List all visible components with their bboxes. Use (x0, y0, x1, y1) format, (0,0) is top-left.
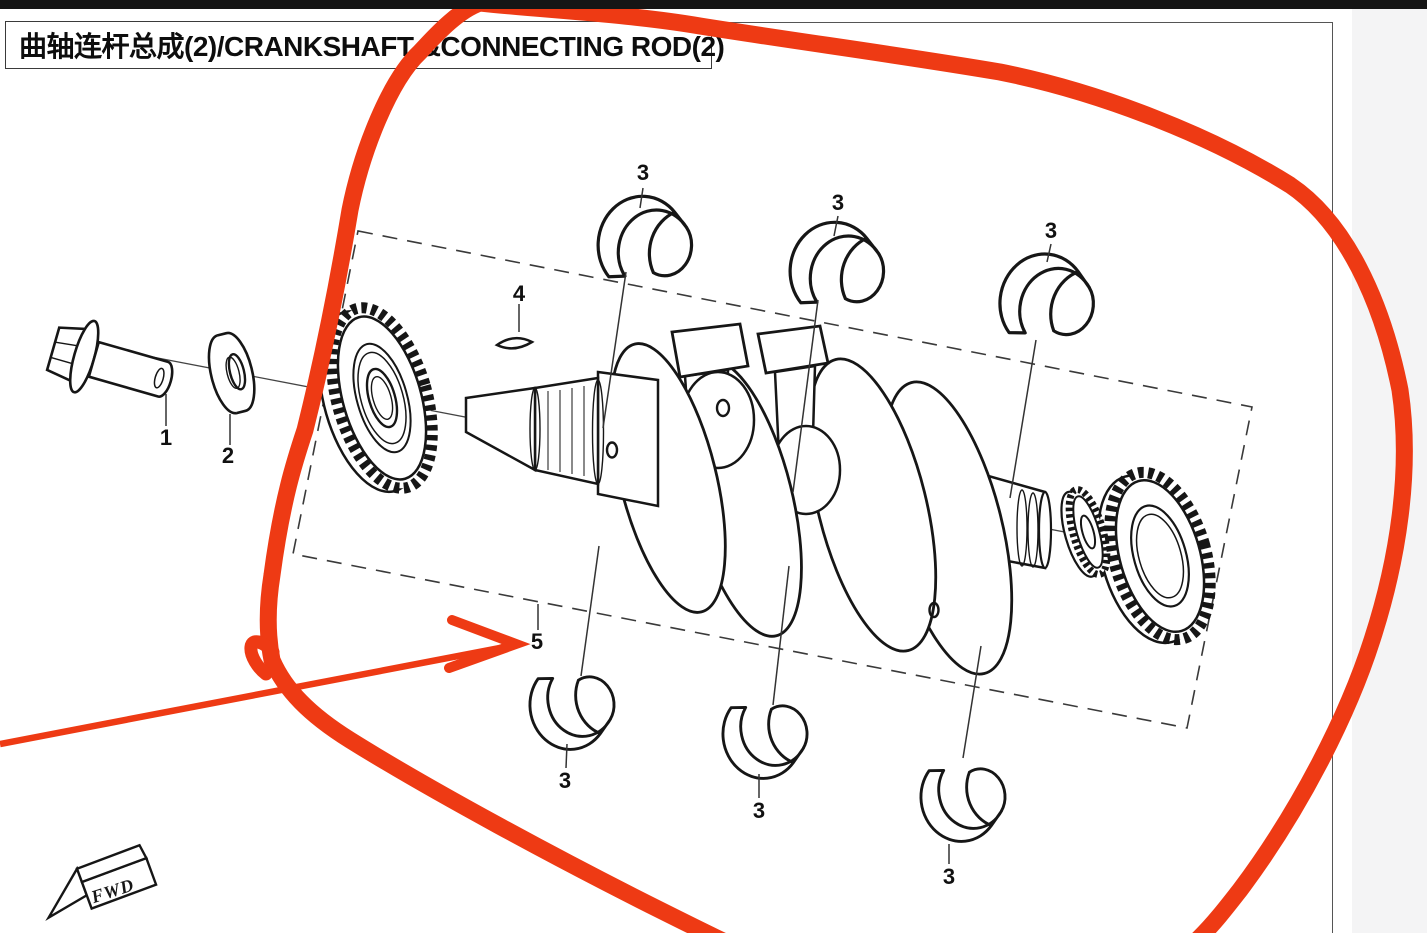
main-bearing-lower-1 (524, 667, 622, 756)
part-label-3: 3 (753, 798, 765, 823)
leader-lines (165, 187, 1052, 864)
hand-drawn-circle (259, 0, 1413, 933)
diagram-title-text: 曲轴连杆总成(2)/CRANKSHAFT &CONNECTING ROD(2) (19, 31, 725, 62)
diagram-title: 曲轴连杆总成(2)/CRANKSHAFT &CONNECTING ROD(2) (5, 21, 725, 69)
crank-nose (464, 370, 660, 508)
part-label-1: 1 (160, 425, 172, 450)
web-oil-hole (928, 601, 940, 619)
spline-gear (1060, 486, 1111, 578)
part-label-2: 2 (222, 443, 234, 468)
main-bearing-upper-3 (993, 246, 1102, 346)
part-label-3: 3 (832, 190, 844, 215)
crankshaft-assembly (464, 322, 1216, 676)
red-arrow-shaft (0, 644, 501, 748)
page-outer-margin (1352, 0, 1427, 933)
washer (207, 331, 256, 415)
part-label-3: 3 (637, 160, 649, 185)
flange-bolt (45, 319, 174, 398)
fwd-marker: FWD (45, 843, 158, 922)
main-bearing-upper-1 (593, 191, 698, 286)
part-label-5: 5 (531, 629, 543, 654)
main-bearing-lower-3 (915, 759, 1013, 848)
window-top-bar (0, 0, 1427, 9)
main-bearing-lower-2 (717, 696, 815, 785)
part-label-4: 4 (513, 281, 526, 306)
drawing-frame-right (1332, 22, 1333, 933)
hand-drawn-circle-tail (244, 635, 280, 681)
main-bearing-upper-2 (785, 217, 890, 312)
part-label-3: 3 (943, 864, 955, 889)
timing-gear (317, 302, 438, 494)
red-arrow-head (444, 615, 531, 673)
assembly-dashed-boundary (292, 230, 1253, 729)
crank-web-mid-right (806, 357, 938, 653)
part-label-3: 3 (1045, 218, 1057, 243)
primary-drive-gear (1097, 466, 1216, 646)
woodruff-key (494, 336, 535, 350)
part-number-labels: 1 2 3 3 3 3 3 3 4 5 (160, 160, 1057, 889)
part-label-3: 3 (559, 768, 571, 793)
